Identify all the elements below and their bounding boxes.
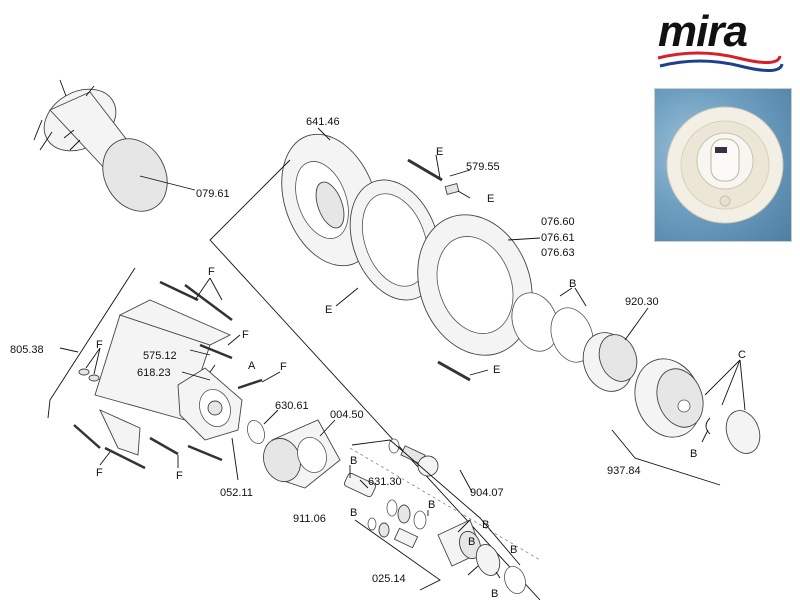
label-076-60: 076.60 [541,216,575,228]
part-025-14-assembly [354,517,526,594]
logo-red-wave [657,51,782,64]
label-904-07: 904.07 [470,487,504,499]
part-004-50-valve [263,419,341,489]
label-e-lower: E [493,364,500,376]
product-photo [654,88,792,242]
label-e-top: E [436,146,443,158]
label-b-valve: B [350,455,357,467]
label-805-38: 805.38 [10,344,44,356]
part-052-11-body [177,349,243,481]
part-631-30-assembly [343,465,429,530]
o-rings-b [511,287,594,363]
part-920-30 [582,307,649,392]
screws-e-top [407,154,471,199]
label-076-63: 076.63 [541,247,575,259]
label-630-61: 630.61 [275,400,309,412]
label-f-right: F [280,361,287,373]
part-076-60-backplate [417,214,541,356]
label-b-904-b: B [482,519,489,531]
label-a: A [248,360,256,372]
label-575-12: 575.12 [143,350,177,362]
label-641-46: 641.46 [306,116,340,128]
label-e-plate: E [325,304,332,316]
label-631-30: 631.30 [368,476,402,488]
label-004-50: 004.50 [330,409,364,421]
label-f-bottom-right: F [176,470,183,482]
label-920-30: 920.30 [625,296,659,308]
label-052-11: 052.11 [220,487,253,499]
label-f-top: F [208,266,215,278]
part-937-84-knob [611,358,761,486]
label-c: C [738,349,746,361]
label-b-904-a: B [428,499,435,511]
screws-f [73,277,281,470]
label-076-61: 076.61 [541,232,575,244]
logo-wordmark: mira [658,7,747,56]
part-079-61-tool [33,79,196,212]
logo-blue-wave [659,59,784,72]
label-b-025-c: B [491,588,498,600]
label-b-025-b: B [510,544,517,556]
label-f-left: F [96,339,103,351]
part-630-61-oring [247,409,279,445]
label-f-bottom-left: F [96,467,103,479]
label-b-knob: B [690,448,697,460]
callout-labels: 079.61 641.46 579.55 E E E E 076.60 076.… [10,116,746,600]
group-bracket-top [209,159,541,600]
part-904-07-assembly [349,438,541,566]
label-911-06: 911.06 [293,513,326,525]
label-025-14: 025.14 [372,573,406,585]
label-b-orings: B [569,278,576,290]
label-f-mid: F [242,329,249,341]
label-079-61: 079.61 [196,188,230,200]
label-b-025-a: B [468,536,475,548]
label-937-84: 937.84 [607,465,641,477]
label-e-right: E [487,193,494,205]
screw-e-lower [437,360,489,382]
mira-logo: mira [657,7,784,72]
label-618-23: 618.23 [137,367,171,379]
label-579-55: 579.55 [466,161,500,173]
label-b-911: B [350,507,357,519]
